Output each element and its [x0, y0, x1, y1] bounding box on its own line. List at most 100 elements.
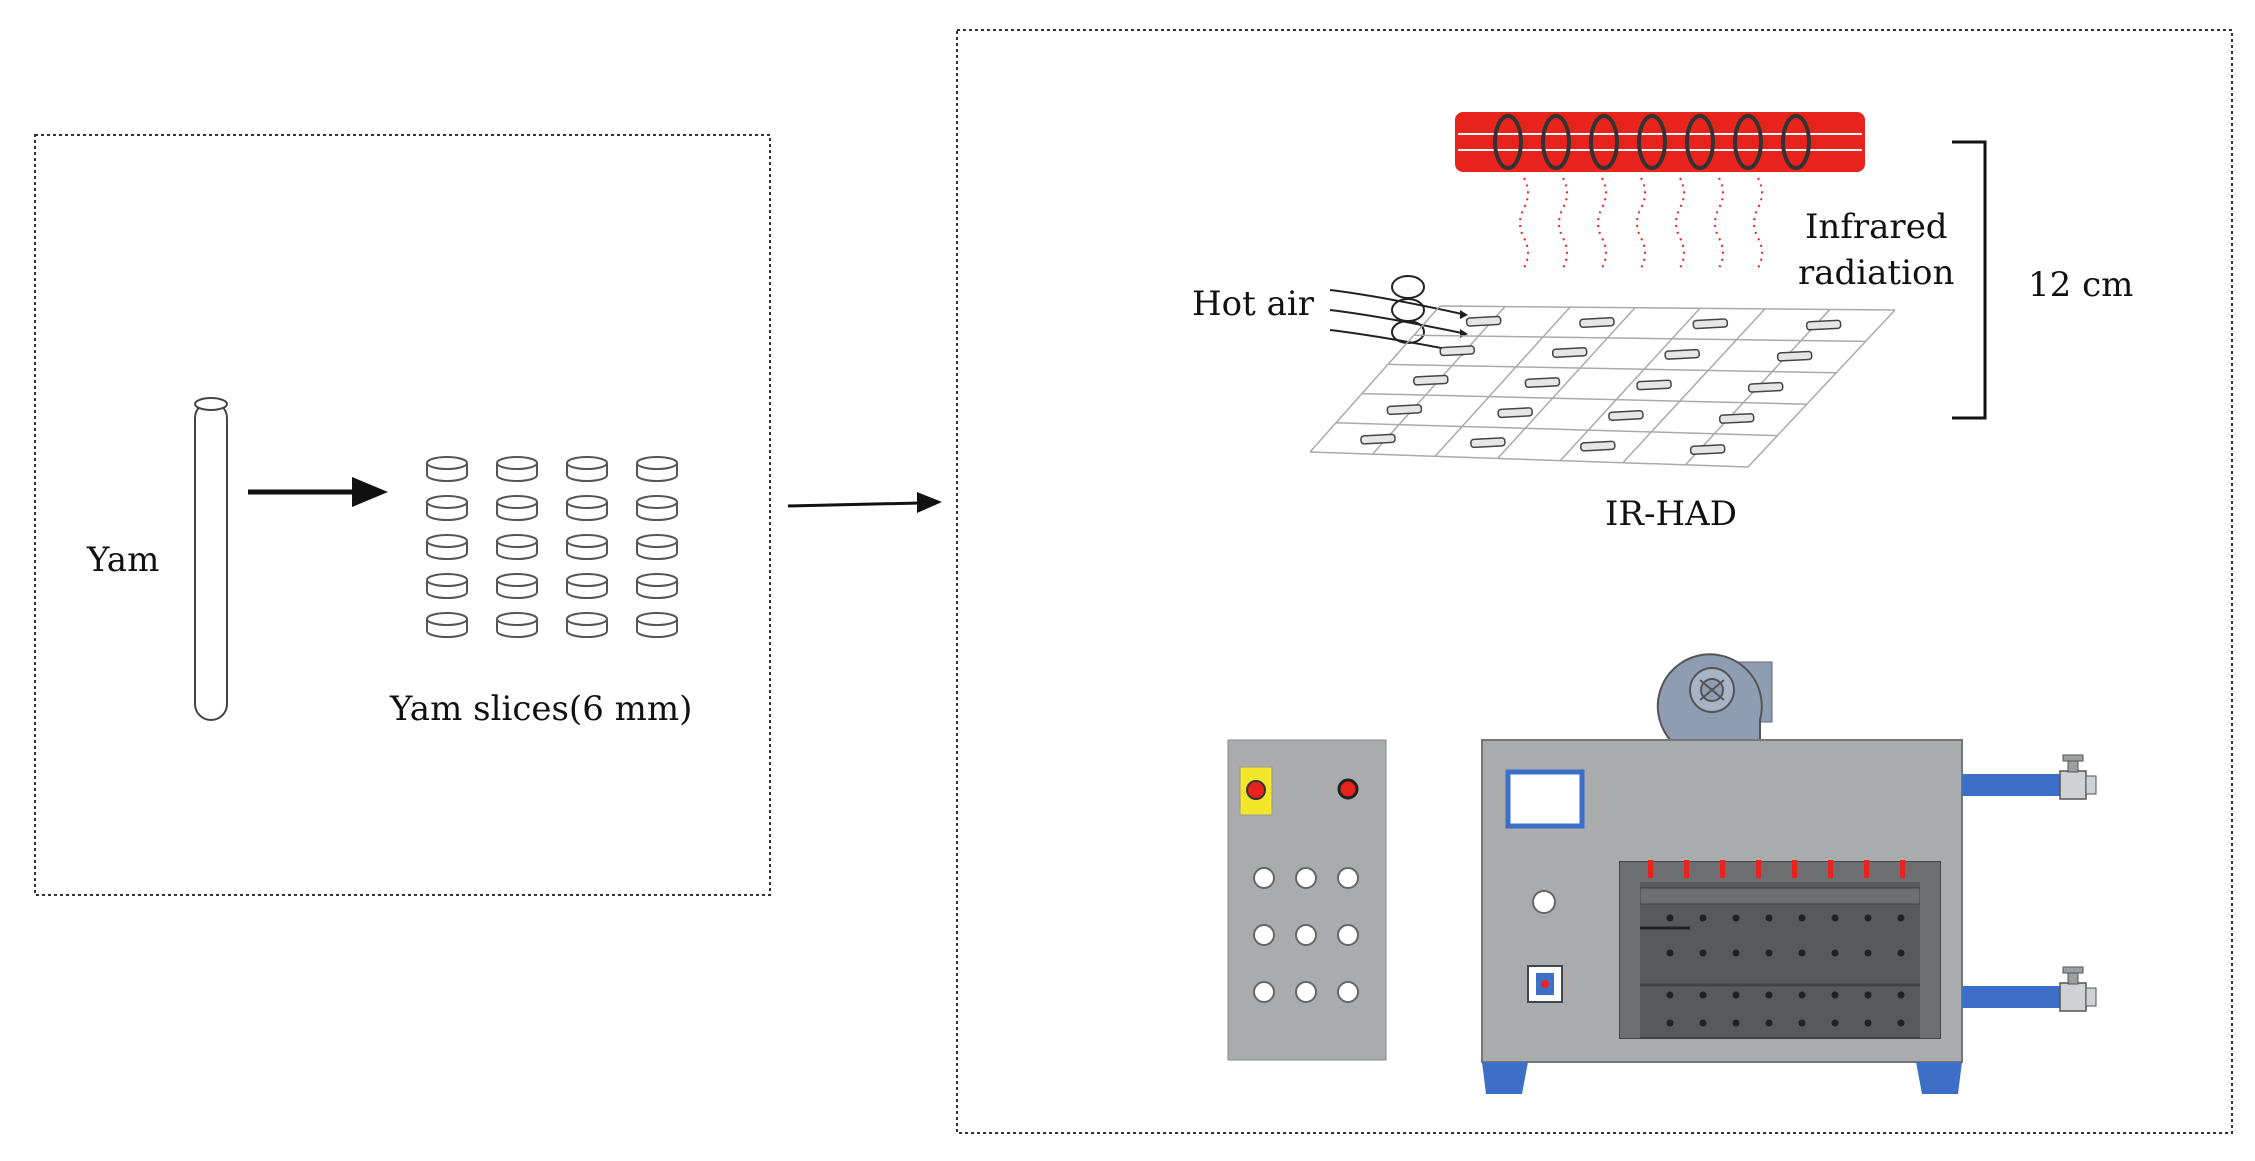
perforation-dot — [1666, 1019, 1674, 1027]
perforation-dot — [1897, 1019, 1905, 1027]
chamber-heater-element — [1648, 860, 1653, 878]
yam-slice-icon — [636, 612, 678, 638]
control-button-grid — [1253, 867, 1359, 1003]
radiation-wave — [1714, 177, 1724, 269]
radiation-wave — [1519, 177, 1529, 269]
control-button — [1295, 924, 1317, 946]
chamber-heater-element — [1792, 860, 1797, 878]
heater-coil-icon — [1589, 114, 1619, 170]
yam-slice-icon — [636, 573, 678, 599]
heater-rail — [1620, 862, 1940, 882]
tray-slice-icon — [1465, 315, 1502, 327]
perforation-dot — [1831, 1019, 1839, 1027]
perforation-dot — [1765, 914, 1773, 922]
perforation-dot — [1897, 991, 1905, 999]
chamber-shelf-top — [1639, 887, 1921, 905]
radiation-wave — [1636, 177, 1646, 269]
blower-fan-icon — [1656, 653, 1773, 743]
heater-coil-icons — [1493, 114, 1811, 170]
perforation-dot — [1699, 1019, 1707, 1027]
control-button — [1253, 867, 1275, 889]
heater-coil-icon — [1637, 114, 1667, 170]
process-arrow-icon — [787, 492, 942, 513]
hot-air-flow-icon — [1329, 275, 1468, 357]
perforation-dot — [1732, 914, 1740, 922]
heater-coil-icon — [1685, 114, 1715, 170]
yam-slice-icon — [566, 456, 608, 482]
perforation-dot — [1732, 991, 1740, 999]
yam-label: Yam — [86, 540, 159, 580]
control-button — [1253, 924, 1275, 946]
control-button — [1295, 867, 1317, 889]
yam-slice-icon — [636, 534, 678, 560]
slicing-arrow-icon — [248, 477, 388, 507]
tray-perforations — [1666, 914, 1905, 1027]
yam-panel-border — [34, 134, 771, 896]
yam-slice-icon — [636, 495, 678, 521]
tray-slice-icon — [1413, 374, 1449, 386]
perforation-dot — [1831, 949, 1839, 957]
tray-slice-icon — [1718, 412, 1755, 424]
perforation-dot — [1897, 949, 1905, 957]
tray-slice-icon — [1579, 317, 1615, 328]
control-knob — [1532, 890, 1556, 914]
radiation-wave — [1675, 177, 1685, 269]
tray-yam-slices — [1360, 315, 1842, 456]
chamber-side-left — [1620, 882, 1640, 1038]
radiation-wave — [1597, 177, 1607, 269]
yam-slice-icon — [496, 573, 538, 599]
yam-tube-icon — [194, 397, 228, 721]
tray-slice-icon — [1608, 410, 1644, 421]
tray-slice-icon — [1580, 440, 1616, 452]
tray-slice-icon — [1360, 433, 1396, 445]
perforation-dot — [1765, 991, 1773, 999]
chamber-side-right — [1920, 882, 1940, 1038]
yam-slice-icon — [496, 534, 538, 560]
yam-slice-icon — [426, 456, 468, 482]
chamber-heater-elements — [1648, 860, 1905, 878]
infrared-label-line1: Infrared — [1805, 207, 1948, 247]
tray-slice-icon — [1497, 407, 1533, 419]
control-button — [1295, 981, 1317, 1003]
distance-bracket-icon — [1952, 140, 1987, 420]
yam-slice-icon — [566, 573, 608, 599]
perforation-dot — [1798, 1019, 1806, 1027]
chamber-heater-element — [1684, 860, 1689, 878]
tray-slice-icon — [1776, 350, 1813, 362]
tray-slice-icon — [1692, 318, 1729, 330]
display-screen — [1505, 769, 1585, 829]
tray-slice-icon — [1524, 377, 1561, 389]
tray-slice-icon — [1747, 381, 1784, 393]
tray-slice-icon — [1664, 348, 1700, 360]
air-pipe-top — [1962, 754, 2097, 800]
yam-slices-grid — [426, 456, 678, 638]
yam-slice-icon — [426, 573, 468, 599]
yam-slice-icon — [496, 612, 538, 638]
yam-slice-icon — [496, 456, 538, 482]
dryer-foot-right — [1916, 1062, 1962, 1094]
chamber-heater-element — [1828, 860, 1833, 878]
yam-slice-icon — [566, 534, 608, 560]
perforation-dot — [1666, 914, 1674, 922]
control-button — [1253, 981, 1275, 1003]
tray-slice-icon — [1439, 345, 1476, 357]
perforation-dot — [1864, 1019, 1872, 1027]
chamber-heater-element — [1756, 860, 1761, 878]
control-cabinet — [1227, 739, 1387, 1061]
tray-slice-icon — [1470, 437, 1506, 449]
yam-slice-icon — [566, 495, 608, 521]
yam-slice-icon — [426, 534, 468, 560]
air-pipe-bottom — [1962, 966, 2097, 1012]
heater-coil-icon — [1541, 114, 1571, 170]
control-button — [1337, 981, 1359, 1003]
yam-slices-label: Yam slices(6 mm) — [389, 689, 692, 729]
yam-slice-icon — [636, 456, 678, 482]
tray-slice-icon — [1805, 319, 1842, 331]
tray-slice-icon — [1636, 379, 1672, 391]
perforation-dot — [1831, 914, 1839, 922]
perforation-dot — [1732, 949, 1740, 957]
distance-label: 12 cm — [2028, 265, 2133, 305]
indicator-light — [1337, 778, 1359, 800]
tray-slice-icon — [1689, 444, 1726, 456]
